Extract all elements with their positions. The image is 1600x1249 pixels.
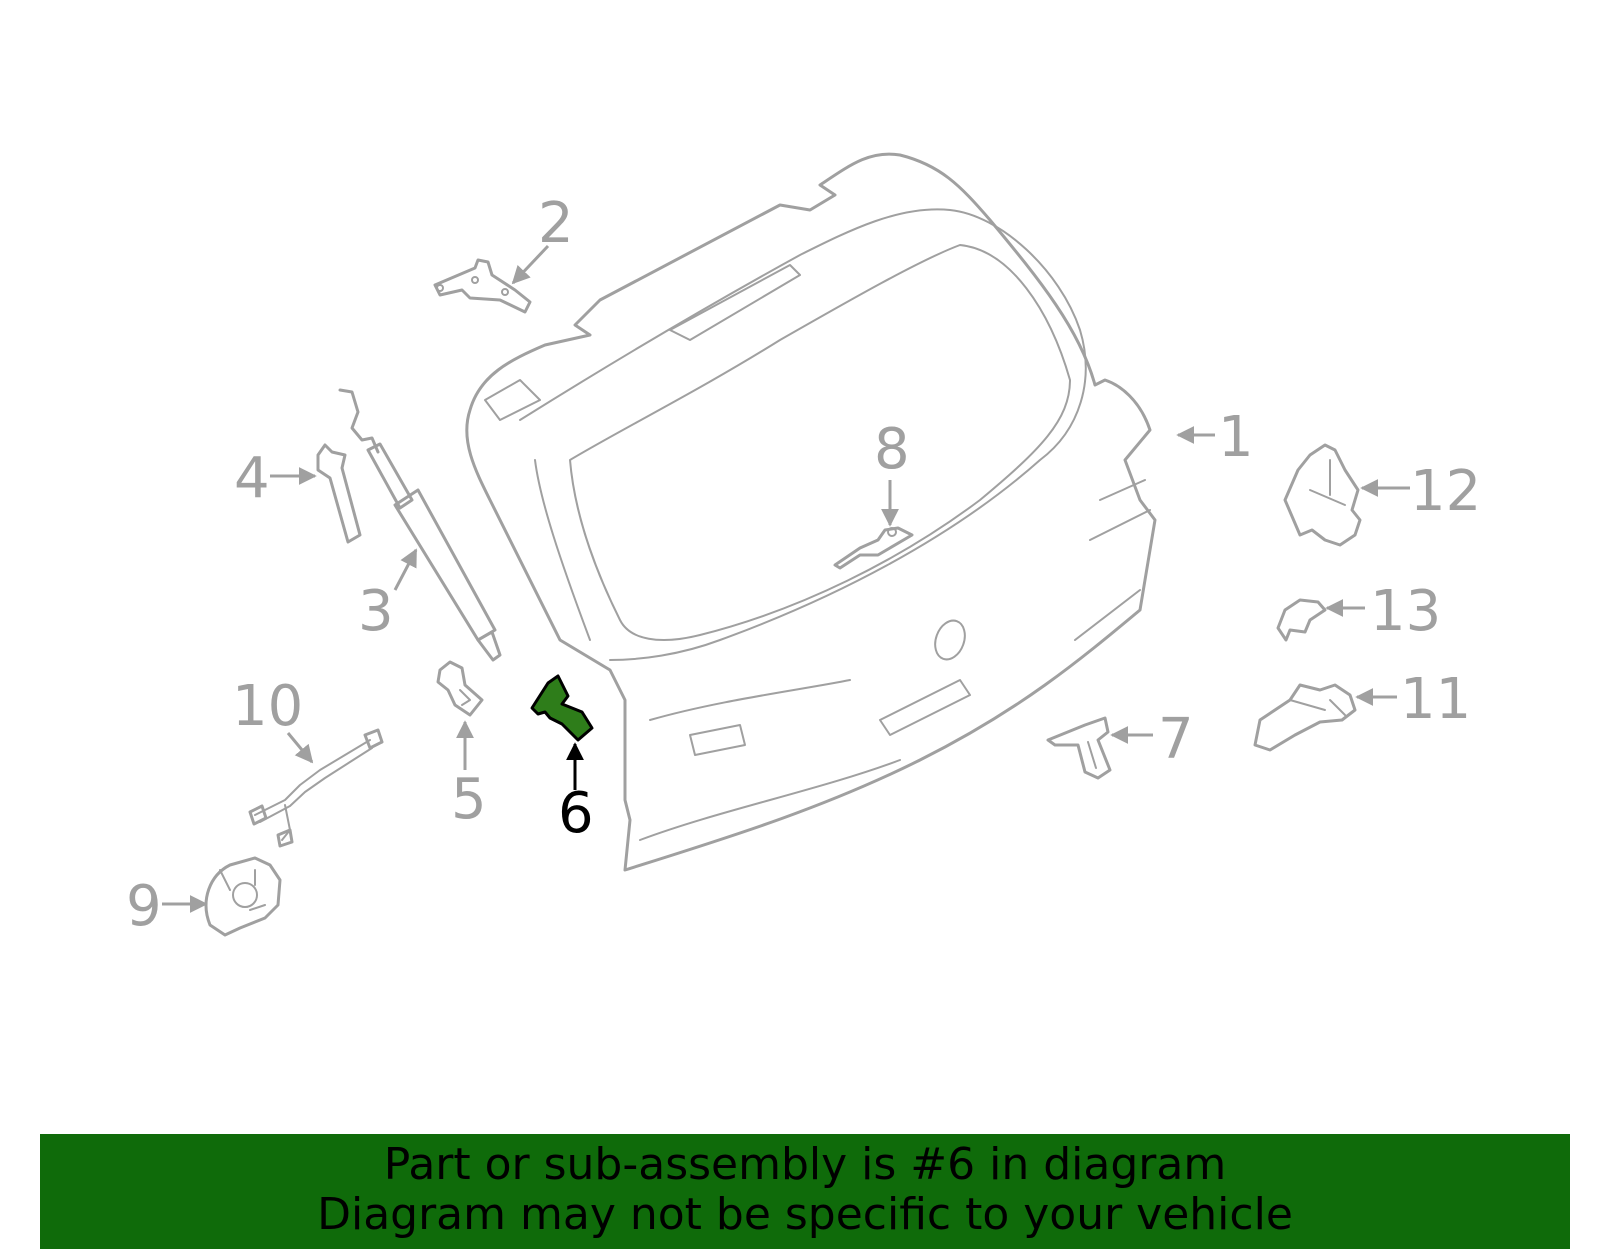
banner-line-1: Part or sub-assembly is #6 in diagram bbox=[383, 1139, 1227, 1190]
part-6-bracket-highlighted bbox=[530, 674, 594, 742]
callouts: 1 2 3 4 5 6 7 8 9 10 11 12 13 bbox=[126, 191, 1481, 939]
callout-13: 13 bbox=[1370, 579, 1441, 644]
part-4-bracket bbox=[316, 443, 362, 544]
part-12-actuator bbox=[1283, 443, 1362, 547]
callout-3: 3 bbox=[358, 579, 394, 644]
banner-line-2: Diagram may not be specific to your vehi… bbox=[317, 1189, 1293, 1240]
part-9-motor bbox=[204, 856, 282, 937]
info-banner: Part or sub-assembly is #6 in diagram Di… bbox=[40, 1134, 1570, 1249]
part-5-bumper bbox=[436, 660, 484, 717]
callout-2: 2 bbox=[538, 191, 574, 256]
part-2-hinge bbox=[433, 258, 532, 314]
part-1-liftgate bbox=[465, 152, 1157, 872]
callout-6: 6 bbox=[558, 781, 594, 846]
callout-7: 7 bbox=[1158, 707, 1194, 772]
callout-12: 12 bbox=[1410, 459, 1481, 524]
callout-9: 9 bbox=[126, 874, 162, 939]
part-3-strut bbox=[338, 388, 502, 662]
callout-10: 10 bbox=[232, 674, 303, 739]
callout-8: 8 bbox=[874, 417, 910, 482]
part-8-sensor-bracket bbox=[833, 526, 914, 570]
part-10-harness bbox=[248, 728, 384, 848]
part-7-clip bbox=[1046, 716, 1112, 780]
callout-4: 4 bbox=[234, 446, 270, 511]
callout-5: 5 bbox=[451, 767, 487, 832]
callout-11: 11 bbox=[1400, 667, 1471, 732]
part-13-clip bbox=[1276, 598, 1327, 642]
callout-1: 1 bbox=[1218, 405, 1254, 470]
part-11-latch bbox=[1253, 683, 1357, 752]
